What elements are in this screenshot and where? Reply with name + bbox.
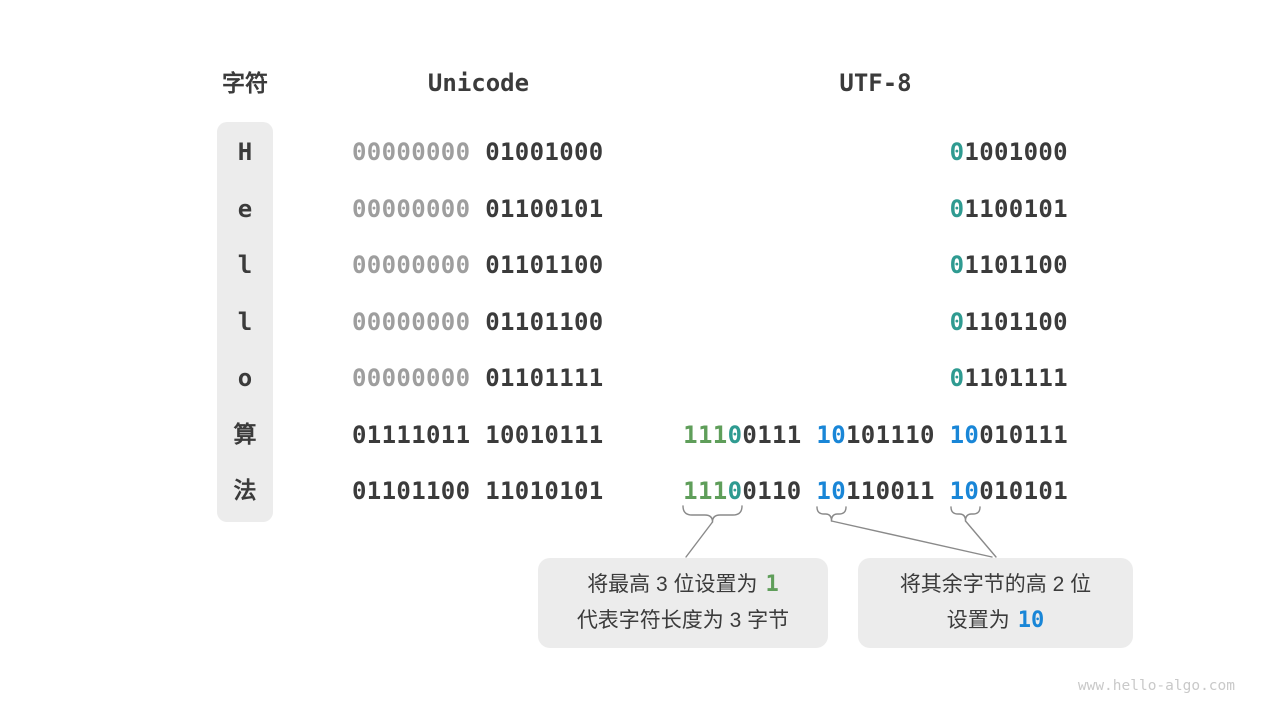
char-cell: l [237, 251, 253, 279]
highlight-ten: 10 [1017, 608, 1045, 633]
utf8-prefix-bit: 0 [949, 307, 965, 336]
unicode-value: 00000000 01001000 [352, 137, 604, 167]
column-header-utf8: UTF-8 [839, 69, 912, 97]
callout-continuation-bits: 将其余字节的高 2 位 设置为 10 [858, 558, 1133, 648]
unicode-byte-low: 10010111 [485, 420, 604, 449]
callout-leading-bits: 将最高 3 位设置为 1 代表字符长度为 3 字节 [538, 558, 828, 648]
unicode-byte-high: 01111011 [352, 420, 471, 449]
unicode-value: 00000000 01101100 [352, 307, 604, 337]
utf8-prefix-bit: 0 [949, 364, 965, 392]
utf8-leading-ones: 111 [683, 477, 728, 505]
unicode-byte-low: 01101100 [485, 307, 604, 336]
char-cell: l [237, 307, 253, 336]
unicode-byte-low: 11010101 [485, 477, 604, 505]
utf8-value: 01101111 [950, 363, 1068, 393]
unicode-value: 00000000 01101100 [352, 250, 604, 280]
utf8-prefix-bit: 0 [949, 194, 965, 223]
char-cell: 法 [233, 478, 257, 504]
utf8-leading-ones: 111 [683, 420, 728, 449]
unicode-value: 00000000 01101111 [352, 363, 604, 393]
utf8-byte1-payload: 0111 [742, 420, 802, 449]
callout-line: 设置为 10 [858, 603, 1133, 639]
utf8-payload-bits: 1001000 [964, 138, 1068, 166]
unicode-byte-high: 00000000 [352, 138, 471, 166]
character-column-strip [217, 122, 273, 522]
utf8-payload-bits: 1100101 [964, 194, 1068, 223]
unicode-byte-low: 01101111 [485, 364, 604, 392]
utf8-prefix-bit: 0 [949, 138, 965, 166]
utf8-byte2-payload: 101110 [846, 420, 935, 449]
char-cell: H [237, 138, 253, 166]
callout-line: 代表字符长度为 3 字节 [576, 609, 790, 632]
utf8-byte3-payload: 010101 [979, 477, 1068, 505]
unicode-byte-low: 01101100 [485, 251, 604, 279]
watermark: www.hello-algo.com [1077, 678, 1235, 694]
unicode-value: 01101100 11010101 [352, 476, 604, 506]
utf8-continuation-prefix: 10 [816, 420, 846, 449]
char-cell: e [237, 194, 253, 223]
unicode-byte-low: 01100101 [485, 194, 604, 223]
utf8-terminator-zero: 0 [727, 477, 743, 505]
utf8-byte1-payload: 0110 [742, 477, 802, 505]
utf8-payload-bits: 1101100 [964, 307, 1068, 336]
unicode-byte-low: 01001000 [485, 138, 604, 166]
callout-line: 将最高 3 位设置为 1 [538, 567, 828, 603]
underbrace-continuation-2 [816, 506, 847, 522]
column-header-unicode: Unicode [427, 69, 530, 97]
unicode-value: 01111011 10010111 [352, 420, 604, 450]
utf8-byte2-payload: 110011 [846, 477, 935, 505]
utf8-value: 01101100 [950, 250, 1068, 280]
connector-line-right [964, 520, 997, 558]
unicode-byte-high: 01101100 [352, 477, 471, 505]
callout-text: 将最高 3 位设置为 [587, 573, 758, 596]
underbrace-continuation-3 [950, 506, 981, 522]
unicode-byte-high: 00000000 [352, 307, 471, 336]
utf8-payload-bits: 1101111 [964, 364, 1068, 392]
utf8-continuation-prefix: 10 [816, 477, 846, 505]
highlight-one: 1 [765, 572, 779, 597]
utf8-terminator-zero: 0 [727, 420, 743, 449]
unicode-byte-high: 00000000 [352, 251, 471, 279]
unicode-value: 00000000 01100101 [352, 194, 604, 224]
connector-line-left [685, 521, 714, 558]
callout-line: 将其余字节的高 2 位 [899, 573, 1092, 596]
underbrace-leading-bits [682, 505, 743, 523]
utf8-payload-bits: 1101100 [964, 251, 1068, 279]
connector-line-mid [830, 520, 993, 558]
utf8-value: 01101100 [950, 307, 1068, 337]
utf8-value: 01001000 [950, 137, 1068, 167]
utf8-prefix-bit: 0 [949, 251, 965, 279]
utf8-continuation-prefix: 10 [949, 420, 980, 449]
unicode-byte-high: 00000000 [352, 364, 471, 392]
utf8-continuation-prefix: 10 [949, 477, 980, 505]
char-cell: 算 [233, 421, 257, 448]
utf8-byte3-payload: 010111 [979, 420, 1068, 449]
column-header-character: 字符 [222, 70, 268, 96]
utf8-value: 01100101 [950, 194, 1068, 224]
callout-text: 设置为 [946, 609, 1010, 632]
unicode-byte-high: 00000000 [352, 194, 471, 223]
char-cell: o [237, 364, 253, 392]
